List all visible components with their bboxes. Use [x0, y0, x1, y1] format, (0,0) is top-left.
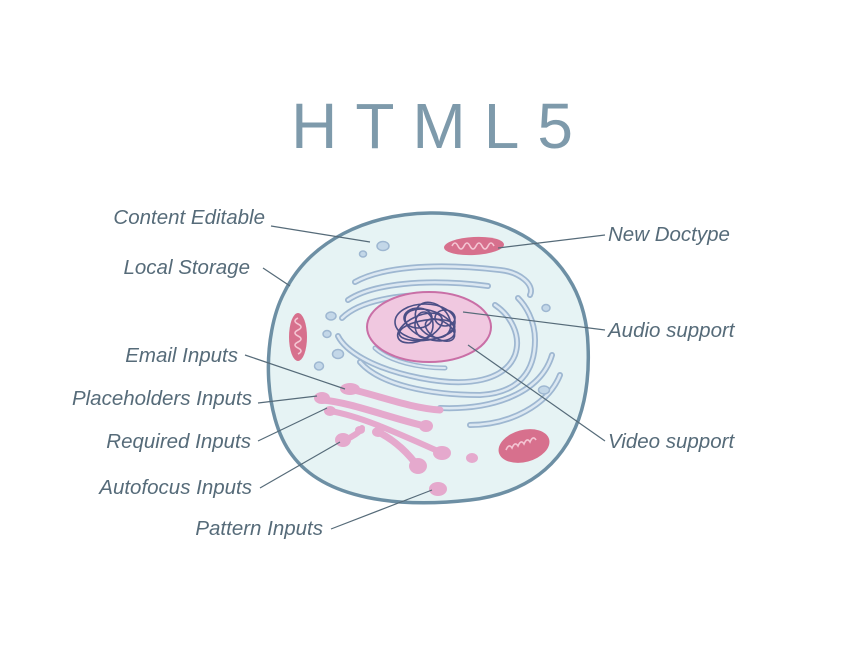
label-placeholders-inputs: Placeholders Inputs [72, 387, 252, 410]
label-audio-support: Audio support [606, 319, 736, 342]
vesicles [313, 240, 551, 395]
label-content-editable: Content Editable [113, 206, 265, 229]
label-local-storage: Local Storage [123, 256, 250, 279]
label-new-doctype: New Doctype [608, 223, 730, 246]
mitochondrion-bottom [498, 429, 550, 463]
label-autofocus-inputs: Autofocus Inputs [97, 476, 252, 499]
page-title: HTML5 [291, 90, 591, 162]
leader-lines [244, 225, 606, 530]
chromatin [394, 301, 456, 344]
mitochondrion-left [289, 313, 307, 361]
golgi-network [335, 263, 563, 428]
label-email-inputs: Email Inputs [125, 344, 238, 367]
mitochondrion-top [444, 236, 504, 256]
nucleus [366, 291, 492, 363]
label-pattern-inputs: Pattern Inputs [195, 517, 323, 540]
reticulum-bulbs [314, 383, 478, 496]
label-video-support: Video support [608, 430, 735, 453]
label-required-inputs: Required Inputs [106, 430, 251, 453]
